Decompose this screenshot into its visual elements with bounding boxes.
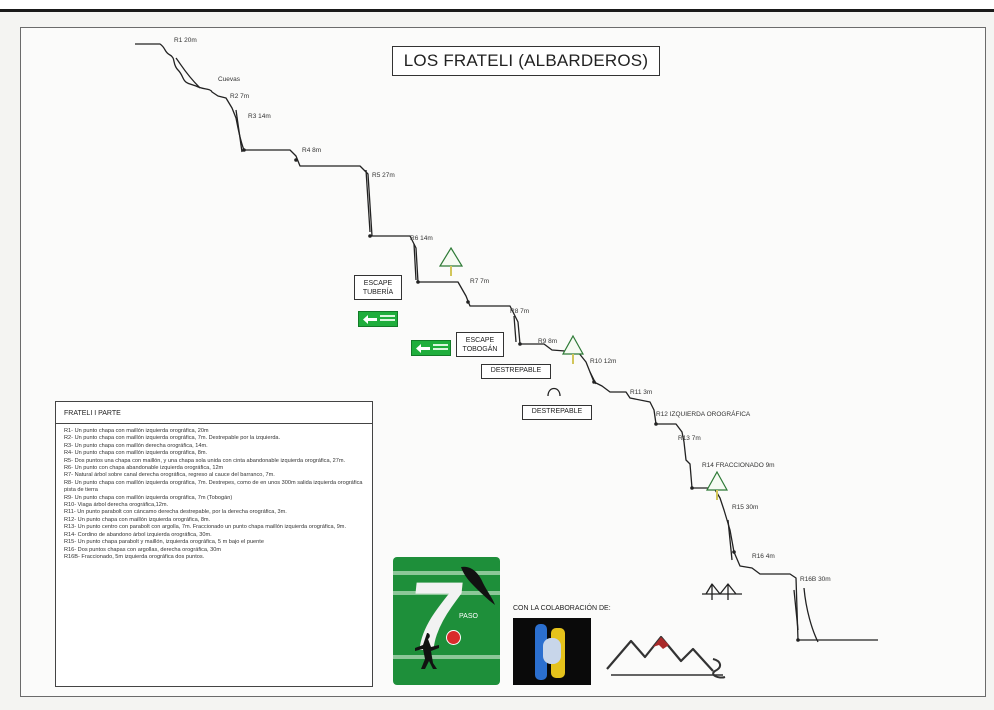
- anchor-dot: [294, 158, 298, 162]
- tree-icon: [705, 470, 729, 491]
- seven-logo: 7 PASO: [393, 557, 500, 685]
- diagram-title: LOS FRATELI (ALBARDEROS): [392, 46, 660, 76]
- anchor-dot: [690, 486, 694, 490]
- rappel-label-r13: R13 7m: [678, 435, 701, 442]
- escape-tobogan-line1: ESCAPE: [465, 337, 495, 344]
- title-text: LOS FRATELI (ALBARDEROS): [403, 51, 649, 70]
- bird-icon: [461, 566, 495, 605]
- header-rule: [0, 9, 994, 12]
- rappel-label-r9: R9 8m: [538, 338, 557, 345]
- legend-item: R8- Un punto chapa con maillón izquierda…: [64, 479, 363, 494]
- rappel-label-r3: R3 14m: [248, 113, 271, 120]
- destrepable-arch: [547, 387, 561, 397]
- legend-item: R13- Un punto centro con parabolt con ar…: [64, 524, 347, 531]
- exit-sign-tuberia: [358, 311, 398, 327]
- exit-sign-tobogan: [411, 340, 451, 356]
- escape-tuberia-box: ESCAPE TUBERÍA: [354, 275, 402, 300]
- rappel-label-r6: R6 14m: [410, 235, 433, 242]
- exit-arrow-icon: [416, 344, 430, 353]
- legend-item: R2- Un punto chapa con maillón izquierda…: [64, 435, 281, 442]
- legend-item: R16B- Fraccionado, 5m izquierda orográfi…: [64, 553, 205, 560]
- logo-red-dot: [446, 630, 461, 645]
- canyon-secondary-line: [175, 57, 799, 631]
- legend-heading: FRATELI I PARTE: [56, 402, 372, 424]
- sponsor-logo-mountains: [606, 635, 726, 679]
- legend-item: R5- Dos puntos una chapa con maillón, y …: [64, 457, 346, 464]
- top-header-strip: [0, 0, 994, 12]
- rappel-label-r10: R10 12m: [590, 358, 616, 365]
- legend-item: R7- Natural árbol sobre canal derecha or…: [64, 472, 275, 479]
- escape-tuberia-line2: TUBERÍA: [362, 289, 394, 296]
- sponsor-logo-black: [513, 618, 591, 685]
- exit-sign-text: [433, 344, 448, 346]
- rappel-label-r15: R15 30m: [732, 504, 758, 511]
- bridge-icon: [702, 583, 742, 600]
- anchor-dot: [518, 342, 522, 346]
- rappel-label-r2: R2 7m: [230, 93, 249, 100]
- rappel-label-r11: R11 3m: [630, 389, 652, 396]
- logo-stripe: [393, 571, 500, 575]
- rappel-label-r16: R16 4m: [752, 553, 775, 560]
- legend-panel: FRATELI I PARTE R1- Un punto chapa con m…: [55, 401, 373, 687]
- escape-tuberia-line1: ESCAPE: [363, 280, 393, 287]
- escape-tobogan-line2: TOBOGÁN: [462, 346, 498, 353]
- legend-item: R4- Un punto chapa con maillón izquierda…: [64, 450, 208, 457]
- tree-icon: [561, 334, 585, 355]
- tree-icon: [438, 246, 464, 267]
- legend-item: R10- Viaga árbol derecha orográfica,12m.: [64, 502, 169, 509]
- legend-list: R1- Un punto chapa con maillón izquierda…: [56, 424, 372, 561]
- rappel-label-r5: R5 27m: [372, 172, 395, 179]
- legend-item: R6- Un punto con chapa abandonable izqui…: [64, 465, 224, 472]
- anchor-dot: [242, 148, 246, 152]
- anchor-dot: [732, 550, 736, 554]
- anchor-dot: [654, 422, 658, 426]
- anchor-dot: [796, 638, 800, 642]
- legend-item: R16- Dos puntos chapas con argollas, der…: [64, 546, 222, 553]
- logo-stripe: [393, 655, 500, 659]
- exit-arrow-icon: [363, 315, 377, 324]
- collaboration-label: CON LA COLABORACIÓN DE:: [513, 605, 611, 612]
- legend-item: R11- Un punto parabolt con cáncamo derec…: [64, 509, 287, 516]
- anchor-dot: [368, 234, 372, 238]
- rappel-label-r4: R4 8m: [302, 147, 321, 154]
- exit-sign-text: [380, 315, 395, 317]
- logo-silver-shape: [543, 638, 561, 664]
- rappel-label-cuevas: Cuevas: [218, 76, 241, 83]
- rappel-label-r14: R14 FRACCIONADO 9m: [702, 462, 775, 469]
- rappel-label-r1: R1 20m: [174, 37, 197, 44]
- logo-side-text: PASO: [459, 613, 478, 620]
- rappel-label-r8: R8 7m: [510, 308, 529, 315]
- legend-item: R15- Un punto chapa parabolt y maillón, …: [64, 539, 264, 546]
- destrepable-box: DESTREPABLE: [522, 405, 592, 420]
- rappel-label-r7: R7 7m: [470, 278, 489, 285]
- logo-stripe: [393, 591, 500, 595]
- climber-silhouette-icon: [415, 633, 439, 669]
- legend-item: R9- Un punto chapa con maillón izquierda…: [64, 494, 233, 501]
- rappel-label-r16b: R16B 30m: [800, 576, 831, 583]
- anchor-dot: [466, 300, 470, 304]
- logo-blue-shape: [535, 624, 547, 680]
- anchor-dot: [592, 380, 596, 384]
- rappel-label-r12: R12 IZQUIERDA OROGRÁFICA: [656, 409, 751, 418]
- waterfall-curve: [803, 587, 819, 643]
- legend-item: R1- Un punto chapa con maillón izquierda…: [64, 428, 209, 434]
- legend-item: R3- Un punto chapa con maillón derecha o…: [64, 442, 208, 449]
- legend-item: R12- Un punto chapa con maillón izquierd…: [64, 516, 211, 523]
- destrepable-box: DESTREPABLE: [481, 364, 551, 379]
- anchor-dot: [416, 280, 420, 284]
- legend-item: R14- Cordino de abandono árbol izquierda…: [64, 531, 212, 538]
- escape-tobogan-box: ESCAPE TOBOGÁN: [456, 332, 504, 357]
